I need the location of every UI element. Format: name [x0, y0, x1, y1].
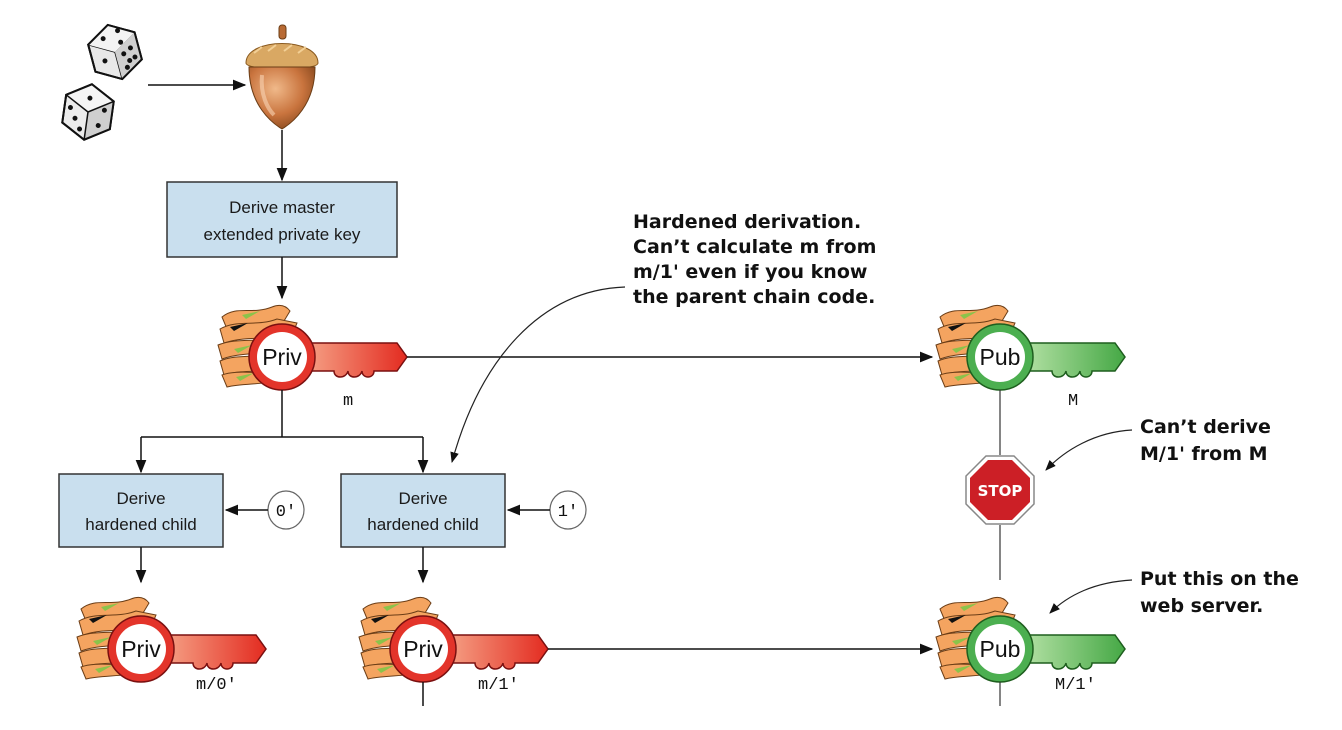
key-label: Priv: [403, 636, 443, 662]
key-label: Pub: [980, 344, 1021, 370]
master-private-key-path: m: [343, 392, 353, 411]
child1-private-key-path: m/1': [478, 676, 519, 695]
child1-public-key-icon: Pub: [935, 596, 1126, 683]
child1-private-key-icon: Priv: [358, 596, 549, 683]
svg-text:0': 0': [276, 503, 296, 522]
svg-text:m/1' even if you know: m/1' even if you know: [633, 261, 867, 283]
acorn-icon: [245, 24, 319, 130]
callout-arrow-web-server: [1049, 579, 1133, 614]
svg-text:M/1' from M: M/1' from M: [1140, 443, 1268, 465]
callout-arrow-hardened: [450, 286, 626, 464]
index-1-badge: 1': [549, 490, 587, 530]
master-public-key-path: M: [1068, 392, 1078, 411]
note-hardened-derivation: Hardened derivation. Can’t calculate m f…: [633, 211, 876, 308]
derive-master-box: Derive master extended private key: [166, 181, 398, 258]
callout-arrow-cant-derive: [1045, 429, 1133, 471]
svg-text:the parent chain code.: the parent chain code.: [633, 286, 875, 308]
svg-text:web server.: web server.: [1140, 595, 1263, 617]
dice-icon: [61, 23, 143, 141]
svg-text:Put this on the: Put this on the: [1140, 568, 1299, 590]
key-label: Pub: [980, 636, 1021, 662]
child0-private-key-path: m/0': [196, 676, 237, 695]
note-cant-derive: Can’t derive M/1' from M: [1140, 416, 1271, 465]
index-0-badge: 0': [267, 490, 305, 530]
derive-child0-box: Derive hardened child: [58, 473, 224, 548]
svg-text:Can’t derive: Can’t derive: [1140, 416, 1271, 438]
key-label: Priv: [121, 636, 161, 662]
derive-child1-line-2: hardened child: [367, 515, 479, 534]
derive-child0-line-1: Derive: [116, 489, 165, 508]
master-private-key-icon: Priv: [217, 304, 408, 391]
svg-text:Can’t calculate m from: Can’t calculate m from: [633, 236, 876, 258]
note-web-server: Put this on the web server.: [1140, 568, 1299, 617]
derive-child1-box: Derive hardened child: [340, 473, 506, 548]
master-public-key-icon: Pub: [935, 304, 1126, 391]
child1-public-key-path: M/1': [1055, 676, 1096, 695]
svg-text:Hardened derivation.: Hardened derivation.: [633, 211, 861, 233]
child0-private-key-icon: Priv: [76, 596, 267, 683]
key-label: Priv: [262, 344, 302, 370]
stop-text: STOP: [978, 482, 1023, 500]
derive-child1-line-1: Derive: [398, 489, 447, 508]
derive-master-line-2: extended private key: [204, 225, 361, 244]
stop-sign-icon: STOP: [965, 455, 1035, 525]
svg-text:1': 1': [558, 503, 578, 522]
derive-master-line-1: Derive master: [229, 198, 335, 217]
derive-child0-line-2: hardened child: [85, 515, 197, 534]
